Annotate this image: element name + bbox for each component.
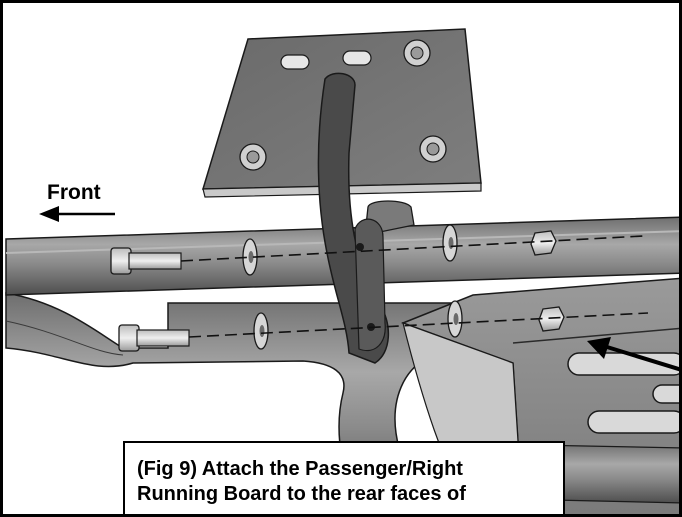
upper-alignment-line	[180, 235, 644, 262]
lower-alignment-line	[188, 312, 649, 338]
caption-line: (Fig 9) Attach the Passenger/Right	[137, 458, 463, 480]
caption-line: Running Board to the rear faces of	[137, 483, 466, 505]
lower-washer-right	[447, 300, 463, 338]
slot-hole	[280, 54, 310, 70]
callout-arrow-icon	[587, 337, 679, 372]
slot-hole	[342, 50, 372, 66]
flange-nut	[239, 143, 267, 171]
assembly-drawing	[5, 28, 679, 514]
lower-washer-left	[253, 312, 269, 350]
hanger-bracket	[317, 72, 390, 364]
upper-washer-right	[442, 224, 458, 262]
upper-nut	[530, 230, 557, 256]
lower-nut	[538, 306, 565, 332]
lower-bolt	[118, 324, 190, 352]
front-direction-label: Front	[47, 181, 101, 204]
flange-nut	[419, 135, 447, 163]
flange-nut	[403, 39, 431, 67]
front-arrow-icon	[39, 206, 115, 222]
figure-caption: (Fig 9) Attach the Passenger/Right Runni…	[123, 441, 565, 514]
upper-bolt	[110, 247, 182, 275]
